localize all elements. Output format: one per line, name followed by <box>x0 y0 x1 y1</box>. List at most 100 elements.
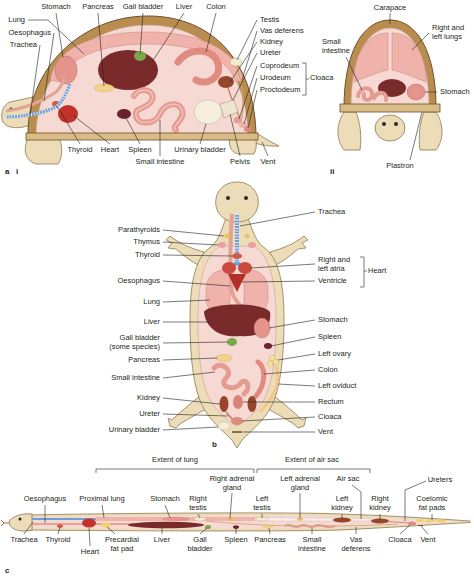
part-label: Trachea <box>10 536 37 545</box>
thymus <box>218 242 226 248</box>
part-label: Thymus <box>133 238 160 247</box>
thymus <box>248 242 256 248</box>
part-label: Thyroid <box>135 251 160 260</box>
vent <box>232 431 242 433</box>
part-label: Oesophagus <box>8 29 51 38</box>
part-label: Left testis <box>249 495 275 512</box>
leader-line <box>28 13 268 156</box>
part-label: Trachea <box>318 208 345 217</box>
part-label: Coprodeum <box>260 62 299 71</box>
head <box>9 514 32 531</box>
vas-deferens <box>206 521 398 526</box>
lung <box>392 33 426 82</box>
part-label: Left oviduct <box>318 382 356 391</box>
front-leg <box>166 236 204 266</box>
part-label: Kidney <box>260 38 283 47</box>
part-label: Vent <box>420 536 435 545</box>
part-label: Pelvis <box>230 158 250 167</box>
body-cavity <box>36 25 248 136</box>
snake-side-view <box>1 513 470 531</box>
bracket <box>360 257 367 287</box>
part-label: Left ovary <box>318 350 351 359</box>
part-label: Heart <box>368 267 386 276</box>
leader-lines <box>24 13 437 546</box>
body <box>28 513 470 531</box>
part-label: Lung <box>143 298 160 307</box>
plastron <box>26 133 258 140</box>
part-label: Kidney <box>137 394 160 403</box>
carapace <box>344 20 436 108</box>
rectum <box>233 395 243 409</box>
panel-letter: b <box>212 440 217 449</box>
ureter <box>389 522 410 524</box>
kidney <box>248 396 257 412</box>
part-label: Liver <box>176 3 192 12</box>
part-label: Left kidney <box>327 495 357 512</box>
stomach <box>254 318 270 338</box>
eye <box>19 518 22 521</box>
carapace <box>28 16 256 138</box>
fat-pad <box>101 523 111 528</box>
part-label: Ureters <box>428 476 453 485</box>
part-label: Thyroid <box>67 146 92 155</box>
part-label: Oesophagus <box>24 495 67 504</box>
tongue <box>1 520 10 526</box>
body-cavity <box>34 516 462 529</box>
part-label: Urinary bladder <box>174 146 225 155</box>
tortoise-front-view <box>338 20 442 150</box>
part-label: Cloaca <box>310 74 333 83</box>
ovary <box>267 361 273 367</box>
part-label: Heart <box>81 548 99 557</box>
body-cavity <box>351 28 429 106</box>
part-label: Small intestine <box>111 374 160 383</box>
part-label: Stomach <box>440 88 470 97</box>
part-label: Colon <box>206 3 226 12</box>
part-label: Vent <box>260 158 275 167</box>
gall-bladder <box>205 525 211 529</box>
eye <box>394 122 398 126</box>
part-label: Stomach <box>41 3 71 12</box>
pelvis <box>220 100 238 118</box>
part-label: Gall bladder <box>183 536 217 553</box>
part-label: Liver <box>144 318 160 327</box>
part-label: Ventricle <box>318 277 347 286</box>
kidney <box>220 396 229 412</box>
part-label: Urinary bladder <box>109 426 160 435</box>
part-label: Precardial fat pad <box>102 536 142 553</box>
part-label: Stomach <box>150 495 180 504</box>
parathyroid <box>245 234 250 239</box>
lung <box>354 33 388 82</box>
part-label: Extent of air sac <box>285 456 339 465</box>
small-intestine <box>134 90 183 130</box>
part-label: Carapace <box>374 4 407 13</box>
part-label: Pancreas <box>128 356 160 365</box>
part-label: Right testis <box>185 495 211 512</box>
vent <box>418 525 423 526</box>
part-label: Right adrenal gland <box>208 475 256 492</box>
tortoise-side-view <box>2 16 279 164</box>
part-label: Coelomic fat pads <box>414 495 450 512</box>
part-label: Parathyroids <box>118 226 160 235</box>
part-label: Extent of lung <box>152 456 198 465</box>
urinary-bladder <box>218 422 230 430</box>
small-intestine <box>214 365 248 394</box>
small-intestine <box>134 90 183 130</box>
part-label: Vent <box>318 428 333 437</box>
gall-bladder <box>227 338 237 346</box>
panel-letter: ii <box>330 167 334 176</box>
part-label: Oesophagus <box>117 277 160 286</box>
part-label: Plastron <box>386 162 414 171</box>
part-label: Spleen <box>128 146 151 155</box>
lung <box>96 517 255 521</box>
air-sac <box>255 518 370 522</box>
liver <box>128 522 204 529</box>
cloaca <box>231 417 243 425</box>
panel-letter: a <box>5 167 9 176</box>
parathyroid <box>225 234 230 239</box>
body-cavity <box>198 246 276 426</box>
head <box>375 115 405 141</box>
eye <box>382 122 386 126</box>
panel-letter: i <box>16 167 18 176</box>
